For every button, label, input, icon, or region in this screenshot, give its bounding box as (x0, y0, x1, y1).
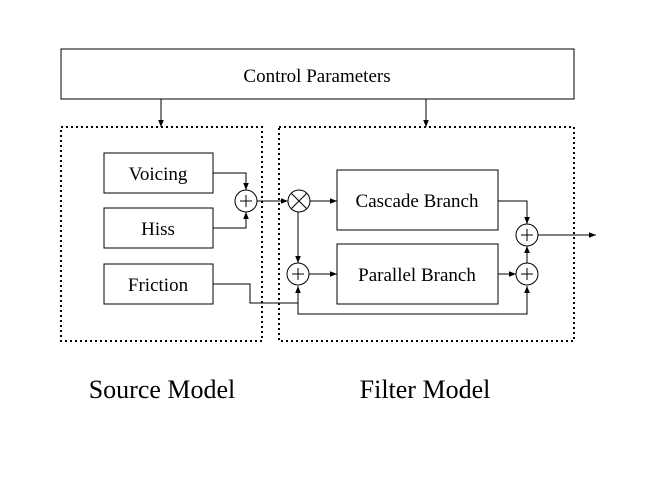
sum-node-parallel-output (515, 262, 539, 286)
source-model-label: Source Model (89, 375, 236, 404)
cascade-branch-box: Cascade Branch (336, 169, 499, 231)
hiss-box: Hiss (103, 207, 214, 249)
multiply-node (287, 189, 311, 213)
parallel-branch-label: Parallel Branch (358, 265, 476, 286)
parallel-branch-box: Parallel Branch (336, 243, 499, 305)
friction-label: Friction (128, 275, 189, 296)
sum-node-parallel-input (286, 262, 310, 286)
signal-wires (213, 172, 596, 315)
friction-box: Friction (103, 263, 214, 305)
filter-model-boundary (278, 126, 575, 342)
voicing-box: Voicing (103, 152, 214, 194)
hiss-label: Hiss (141, 219, 175, 240)
voicing-label: Voicing (129, 164, 188, 185)
cascade-branch-label: Cascade Branch (356, 191, 479, 212)
control-parameters-label: Control Parameters (243, 66, 390, 87)
filter-model-label: Filter Model (360, 375, 491, 404)
control-parameters-box: Control Parameters (60, 48, 575, 100)
sum-node-output (515, 223, 539, 247)
sum-node-source (234, 189, 258, 213)
